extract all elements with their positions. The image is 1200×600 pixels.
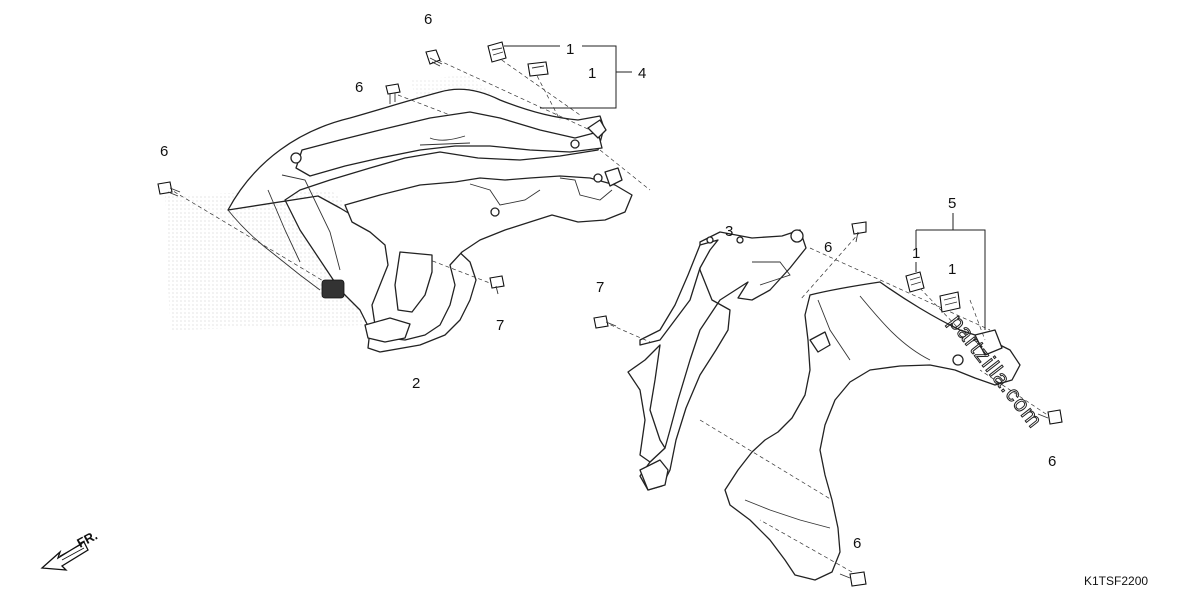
- callout-5: 5: [948, 195, 956, 212]
- bolt-6-mid: [851, 221, 867, 243]
- bolt-7-right: [593, 315, 617, 329]
- pad-1-top-a: [487, 41, 507, 63]
- callout-6-right: 6: [1048, 453, 1056, 470]
- bolt-6-left: [157, 181, 181, 197]
- callout-1-right-b: 1: [948, 261, 956, 278]
- callout-bracket-4: [504, 45, 632, 109]
- callout-6-left-top: 6: [355, 79, 363, 96]
- leader-lines: [167, 55, 1053, 573]
- pad-1-top-b: [527, 61, 549, 77]
- callout-7-left: 7: [496, 317, 504, 334]
- bolt-6-top: [425, 49, 443, 67]
- inner-cowl-left: [227, 88, 633, 353]
- callout-1-right-a: 1: [912, 245, 920, 262]
- callout-1-top-b: 1: [588, 65, 596, 82]
- callout-6-top: 6: [424, 11, 432, 28]
- figure-code: K1TSF2200: [1084, 574, 1148, 588]
- callout-bracket-5: [915, 213, 986, 330]
- callout-7-right: 7: [596, 279, 604, 296]
- inner-cowl-right-upper: [627, 229, 807, 491]
- bolt-6-right: [1037, 409, 1063, 425]
- bolt-7-left: [489, 275, 505, 295]
- callout-1-top-a: 1: [566, 41, 574, 58]
- callout-6-left: 6: [160, 143, 168, 160]
- bolt-6-left-top: [385, 83, 401, 104]
- pad-1-right-a: [905, 271, 925, 293]
- callout-4: 4: [638, 65, 646, 82]
- callout-6-mid: 6: [824, 239, 832, 256]
- callout-6-bottom: 6: [853, 535, 861, 552]
- callout-3: 3: [725, 223, 733, 240]
- bolt-6-bottom: [839, 571, 867, 587]
- pad-1-right-b: [939, 291, 961, 313]
- inner-cowl-right-lower: [724, 281, 1021, 581]
- front-direction-arrow: FR.: [40, 528, 100, 571]
- callout-2: 2: [412, 375, 420, 392]
